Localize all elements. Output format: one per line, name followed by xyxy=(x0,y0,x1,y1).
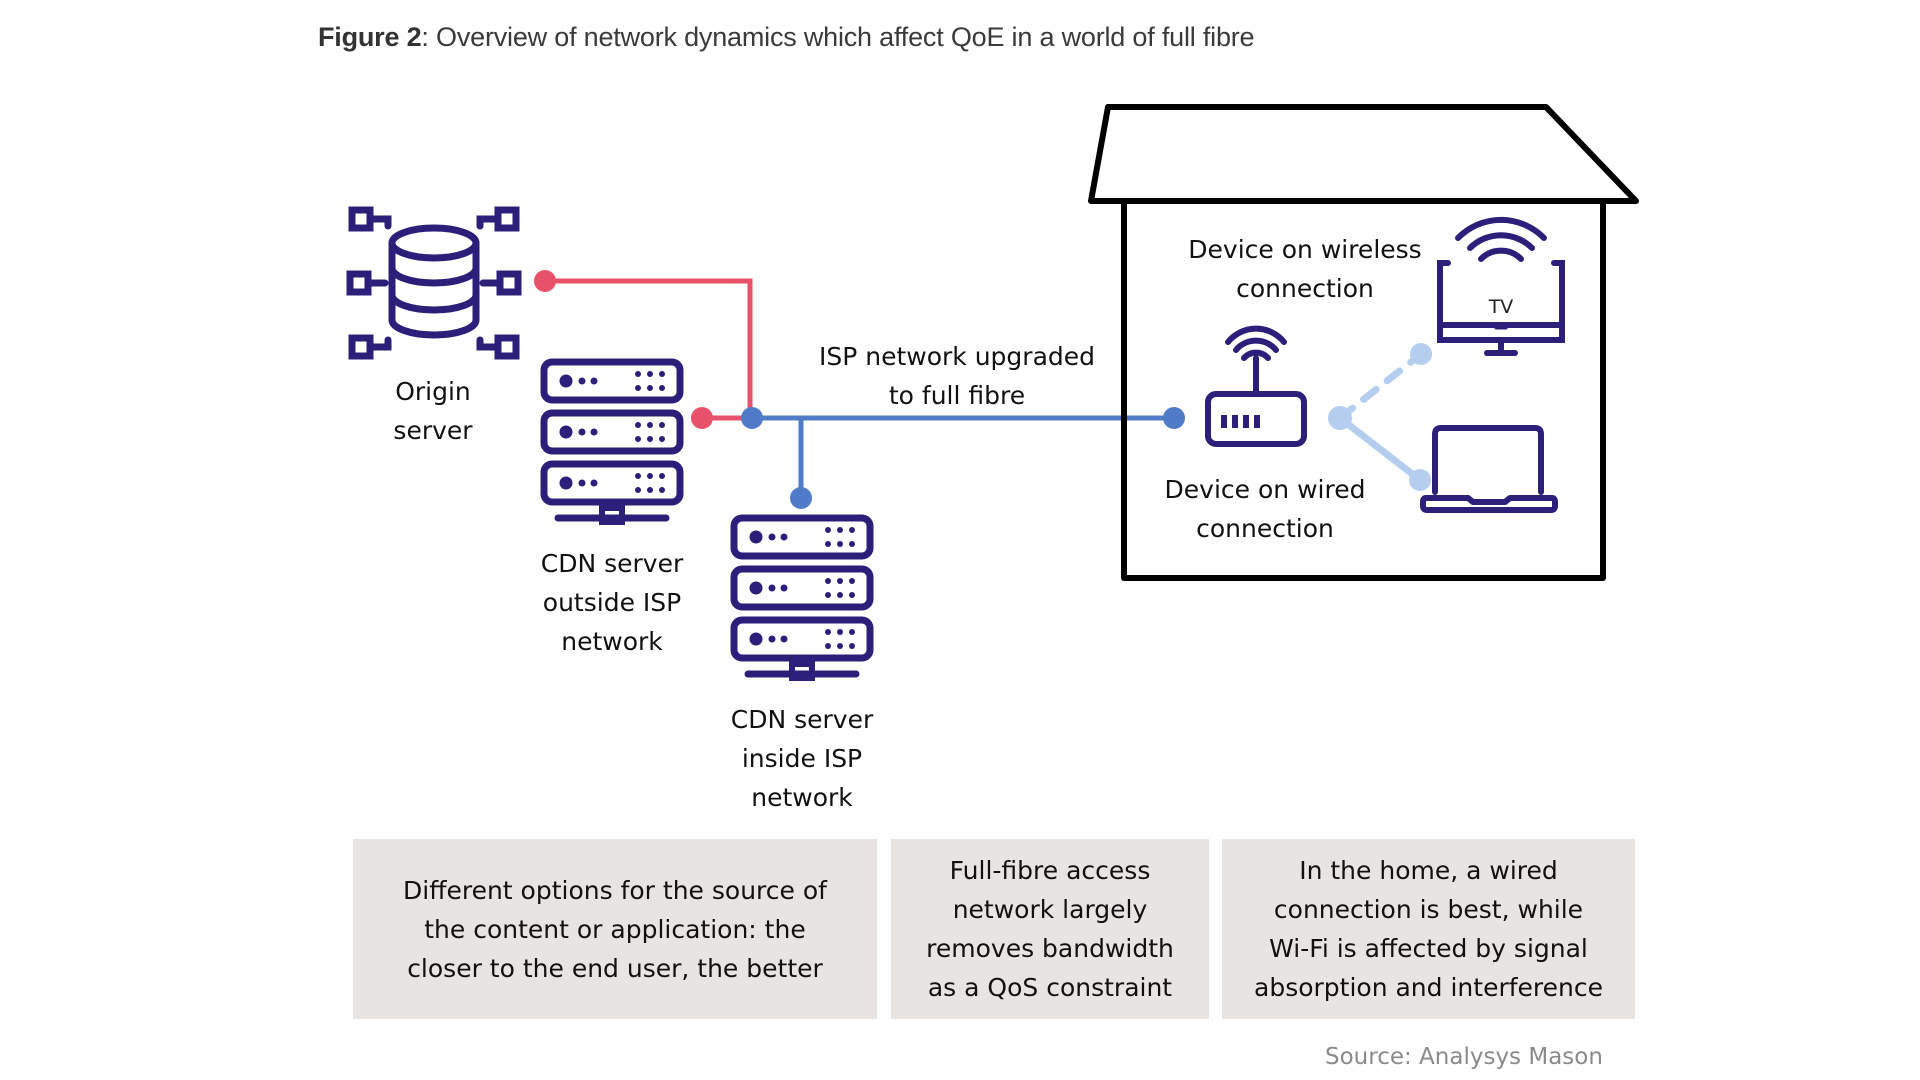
house-outline xyxy=(1088,104,1639,581)
origin-server-label-line: Origin xyxy=(395,377,471,406)
origin-server-label: Origin server xyxy=(363,372,503,450)
caption-box-content-source: Different options for the source of the … xyxy=(353,839,877,1019)
router-hub-node xyxy=(1328,406,1352,430)
wifi-router-icon xyxy=(1205,325,1307,447)
wired-link xyxy=(1337,415,1423,483)
server-rack-icon xyxy=(734,518,870,681)
cdn-outside-link-endpoint xyxy=(691,407,713,429)
cdn-inside-label-line: inside ISP xyxy=(741,744,863,773)
caption-box-home-network: In the home, a wired connection is best,… xyxy=(1222,839,1635,1019)
origin-server-label-line: server xyxy=(393,416,473,445)
wifi-tv-icon xyxy=(1437,216,1565,356)
wireless-device-label-line: Device on wireless xyxy=(1188,235,1422,264)
laptop-link-endpoint xyxy=(1409,469,1431,491)
wired-device-label-line: connection xyxy=(1196,514,1334,543)
figure-title: Figure 2: Overview of network dynamics w… xyxy=(318,22,1255,53)
wireless-device-label-line: connection xyxy=(1236,274,1374,303)
origin-link xyxy=(534,270,753,429)
figure-caption: : Overview of network dynamics which aff… xyxy=(421,22,1255,52)
cdn-inside-label-line: CDN server xyxy=(730,705,874,734)
cdn-outside-label-line: network xyxy=(561,627,663,656)
home-links xyxy=(1328,343,1432,491)
isp-fibre-link xyxy=(741,407,1185,509)
cdn-inside-label: CDN server inside ISP network xyxy=(710,700,894,817)
tv-label: TV xyxy=(1488,296,1514,318)
isp-network-label: ISP network upgraded to full fibre xyxy=(800,337,1114,415)
caption-box-access-network: Full-fibre access network largely remove… xyxy=(891,839,1209,1019)
cdn-outside-label-line: outside ISP xyxy=(542,588,682,617)
figure-number: Figure 2 xyxy=(318,22,422,52)
caption-text: In the home, a wired connection is best,… xyxy=(1254,856,1603,1002)
wireless-device-label: Device on wireless connection xyxy=(1170,230,1440,308)
cdn-inside-label-line: network xyxy=(751,783,853,812)
isp-network-label-line: to full fibre xyxy=(888,381,1026,410)
home-entry-node xyxy=(1163,407,1185,429)
isp-network-label-line: ISP network upgraded xyxy=(818,342,1096,371)
wired-device-label-line: Device on wired xyxy=(1164,475,1366,504)
cdn-inside-link-endpoint xyxy=(790,487,812,509)
origin-link-endpoint xyxy=(534,270,556,292)
laptop-icon xyxy=(1420,425,1558,513)
caption-text: Full-fibre access network largely remove… xyxy=(926,856,1174,1002)
database-network-icon xyxy=(346,206,522,360)
cdn-outside-label-line: CDN server xyxy=(540,549,684,578)
source-attribution: Source: Analysys Mason xyxy=(1325,1044,1603,1070)
server-rack-icon xyxy=(544,362,680,525)
isp-junction-node xyxy=(741,407,763,429)
wireless-link xyxy=(1336,350,1425,422)
tv-link-endpoint xyxy=(1410,343,1432,365)
caption-text: Different options for the source of the … xyxy=(403,875,827,983)
cdn-outside-label: CDN server outside ISP network xyxy=(520,544,704,661)
wired-device-label: Device on wired connection xyxy=(1140,470,1390,548)
